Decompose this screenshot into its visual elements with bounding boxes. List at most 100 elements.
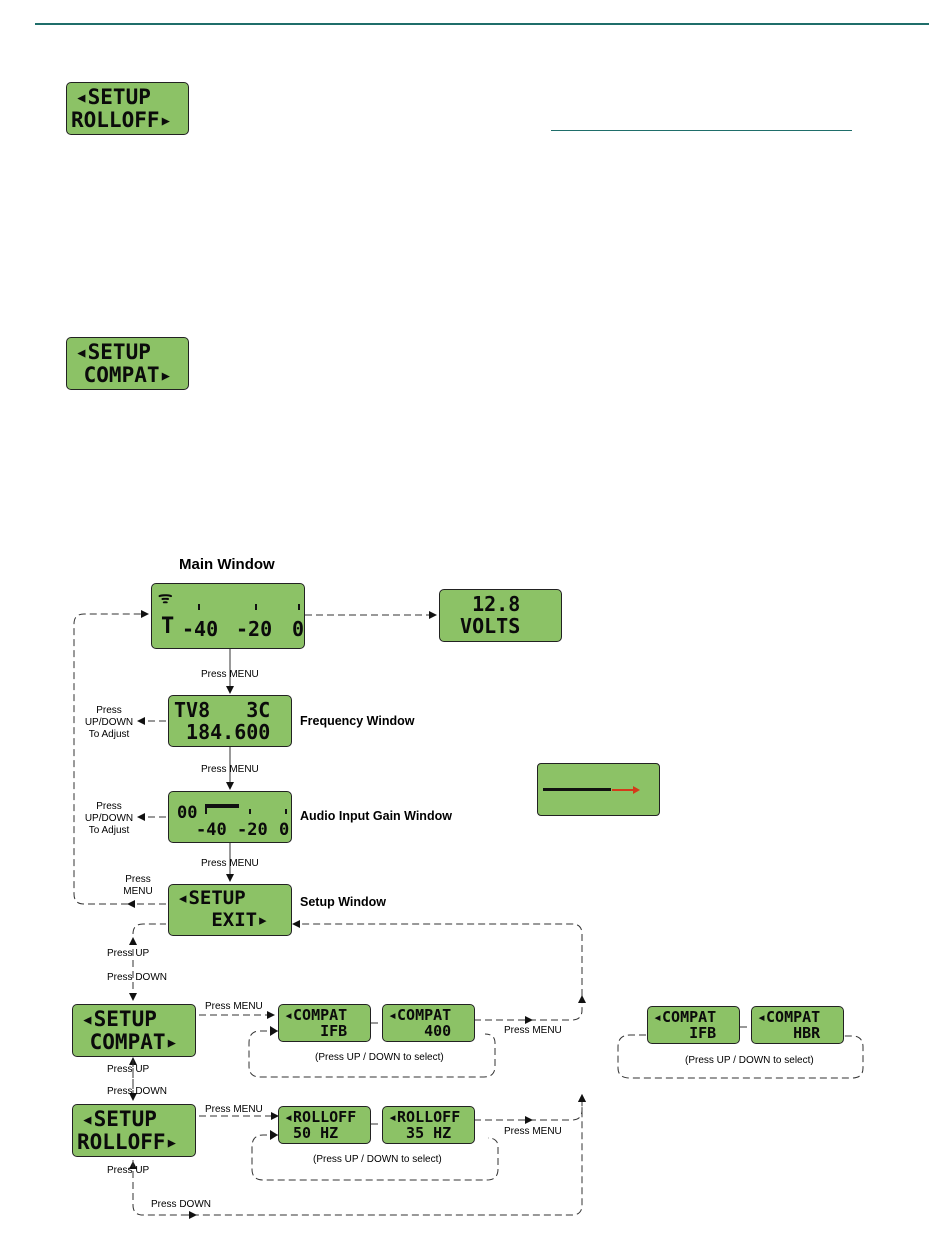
lcd-compat-alt-ifb: ◂COMPAT IFB	[647, 1006, 740, 1044]
lcd-setup-rolloff: ◂SETUP ROLLOFF▸	[72, 1104, 196, 1157]
lcd-line: ◂COMPAT	[757, 1008, 821, 1026]
legend-red-arrow	[612, 789, 634, 791]
scale-tick	[249, 809, 251, 814]
rolloff-loop-head	[270, 1130, 278, 1140]
press-menu-label: Press MENU	[201, 858, 259, 869]
lcd-gain-window: 00 -40 -20 0	[168, 791, 292, 843]
lcd-compat-option-ifb: ◂COMPAT IFB	[278, 1004, 371, 1042]
press-down-label: Press DOWN	[107, 1086, 167, 1097]
lcd-setup-rolloff-top: ◂SETUP ROLLOFF▸	[66, 82, 189, 135]
lcd-line: COMPAT▸	[77, 1030, 179, 1054]
lcd-volts-window: 12.8 VOLTS	[439, 589, 562, 642]
scale-label: -40	[196, 820, 227, 840]
press-updown-adjust-label: Press UP/DOWN To Adjust	[84, 705, 134, 741]
compat-loop-head	[270, 1026, 278, 1036]
setup-chain-top	[132, 923, 166, 935]
lcd-main-window: ᯤ T -40 -20 0	[151, 583, 305, 649]
main-window-title: Main Window	[179, 556, 275, 573]
lcd-line: IFB	[653, 1024, 717, 1042]
lcd-line: VOLTS	[448, 614, 521, 638]
label-line: To Adjust	[88, 729, 130, 740]
lcd-line: 50 HZ	[284, 1124, 339, 1142]
lcd-line: ◂SETUP	[75, 85, 151, 109]
lcd-rolloff-option-50hz: ◂ROLLOFF 50 HZ	[278, 1106, 371, 1144]
press-menu-label: Press MENU	[201, 669, 259, 680]
compat-alt-select-loop	[617, 1034, 864, 1079]
press-up-label: Press UP	[107, 1064, 150, 1075]
press-menu-back-label: Press MENU	[118, 874, 158, 898]
scale-label: -40	[182, 617, 219, 641]
lcd-line: IFB	[284, 1022, 348, 1040]
lcd-line: 400	[388, 1022, 452, 1040]
lcd-line: 12.8	[448, 592, 521, 616]
scale-tick	[205, 804, 207, 814]
frequency-window-title: Frequency Window	[300, 714, 415, 728]
label-line: Press	[96, 705, 122, 716]
label-line: Press	[96, 801, 122, 812]
lcd-line: COMPAT▸	[71, 363, 173, 387]
lcd-line: TV8 3C	[174, 698, 271, 722]
select-hint: (Press UP / DOWN to select)	[685, 1055, 814, 1066]
press-menu-label: Press MENU	[205, 1001, 263, 1012]
lcd-line: ◂ROLLOFF	[388, 1108, 461, 1126]
select-hint: (Press UP / DOWN to select)	[313, 1154, 442, 1165]
lcd-rolloff-option-35hz: ◂ROLLOFF 35 HZ	[382, 1106, 475, 1144]
lcd-line: HBR	[757, 1024, 821, 1042]
press-down-label: Press DOWN	[151, 1199, 211, 1210]
lcd-setup-compat: ◂SETUP COMPAT▸	[72, 1004, 196, 1057]
lcd-line: EXIT▸	[177, 909, 269, 931]
antenna-icon: ᯤ	[158, 588, 173, 607]
gain-indicator: 00	[177, 803, 198, 823]
press-menu-label: Press MENU	[504, 1126, 562, 1137]
lcd-line: ROLLOFF▸	[71, 108, 173, 132]
lcd-line: 184.600	[174, 720, 271, 744]
setup-window-title: Setup Window	[300, 895, 386, 909]
lcd-line: ◂COMPAT	[388, 1006, 452, 1024]
lcd-line: 35 HZ	[388, 1124, 452, 1142]
lcd-compat-option-400: ◂COMPAT 400	[382, 1004, 475, 1042]
legend-box	[537, 763, 660, 816]
scale-label: -20	[237, 820, 268, 840]
gain-bar	[205, 804, 239, 808]
scale-label: -20	[236, 617, 273, 641]
press-menu-label: Press MENU	[504, 1025, 562, 1036]
lcd-line: ◂COMPAT	[284, 1006, 348, 1024]
scale-label: 0	[292, 617, 305, 641]
label-line: Press	[125, 874, 151, 885]
compat-to-return	[474, 995, 586, 1021]
label-line: To Adjust	[88, 825, 130, 836]
label-line: UP/DOWN	[84, 813, 134, 824]
loop-return-to-setup	[292, 920, 583, 996]
rolloff-select-loop	[251, 1134, 499, 1181]
rolloff-to-return	[474, 1094, 586, 1121]
lcd-frequency-window: TV8 3C 184.600	[168, 695, 292, 747]
legend-solid-line	[543, 788, 611, 791]
antenna-mast-icon: T	[161, 614, 175, 639]
lcd-line: ◂SETUP	[75, 340, 151, 364]
lcd-setup-window: ◂SETUP EXIT▸	[168, 884, 292, 936]
press-menu-label: Press MENU	[205, 1104, 263, 1115]
lcd-compat-alt-hbr: ◂COMPAT HBR	[751, 1006, 844, 1044]
lcd-line: ◂ROLLOFF	[284, 1108, 357, 1126]
scale-tick	[255, 604, 257, 610]
gain-window-title: Audio Input Gain Window	[300, 809, 452, 823]
press-updown-adjust-label: Press UP/DOWN To Adjust	[84, 801, 134, 837]
press-up-label: Press UP	[107, 1165, 150, 1176]
compat-select-loop	[248, 1030, 496, 1078]
press-up-label: Press UP	[107, 948, 150, 959]
legend-red-arrowhead	[633, 786, 640, 794]
select-hint: (Press UP / DOWN to select)	[315, 1052, 444, 1063]
loop-rolloff-down	[132, 1094, 586, 1216]
scale-tick	[298, 604, 300, 610]
label-line: UP/DOWN	[84, 717, 134, 728]
scale-label: 0	[279, 820, 290, 840]
lcd-line: ◂SETUP	[81, 1007, 157, 1031]
scale-tick	[198, 604, 200, 610]
press-down-label: Press DOWN	[107, 972, 167, 983]
lcd-line: ◂COMPAT	[653, 1008, 717, 1026]
lcd-line: ◂SETUP	[177, 887, 246, 909]
link-underline	[551, 130, 852, 132]
scale-tick	[285, 809, 287, 814]
lcd-setup-compat-top: ◂SETUP COMPAT▸	[66, 337, 189, 390]
